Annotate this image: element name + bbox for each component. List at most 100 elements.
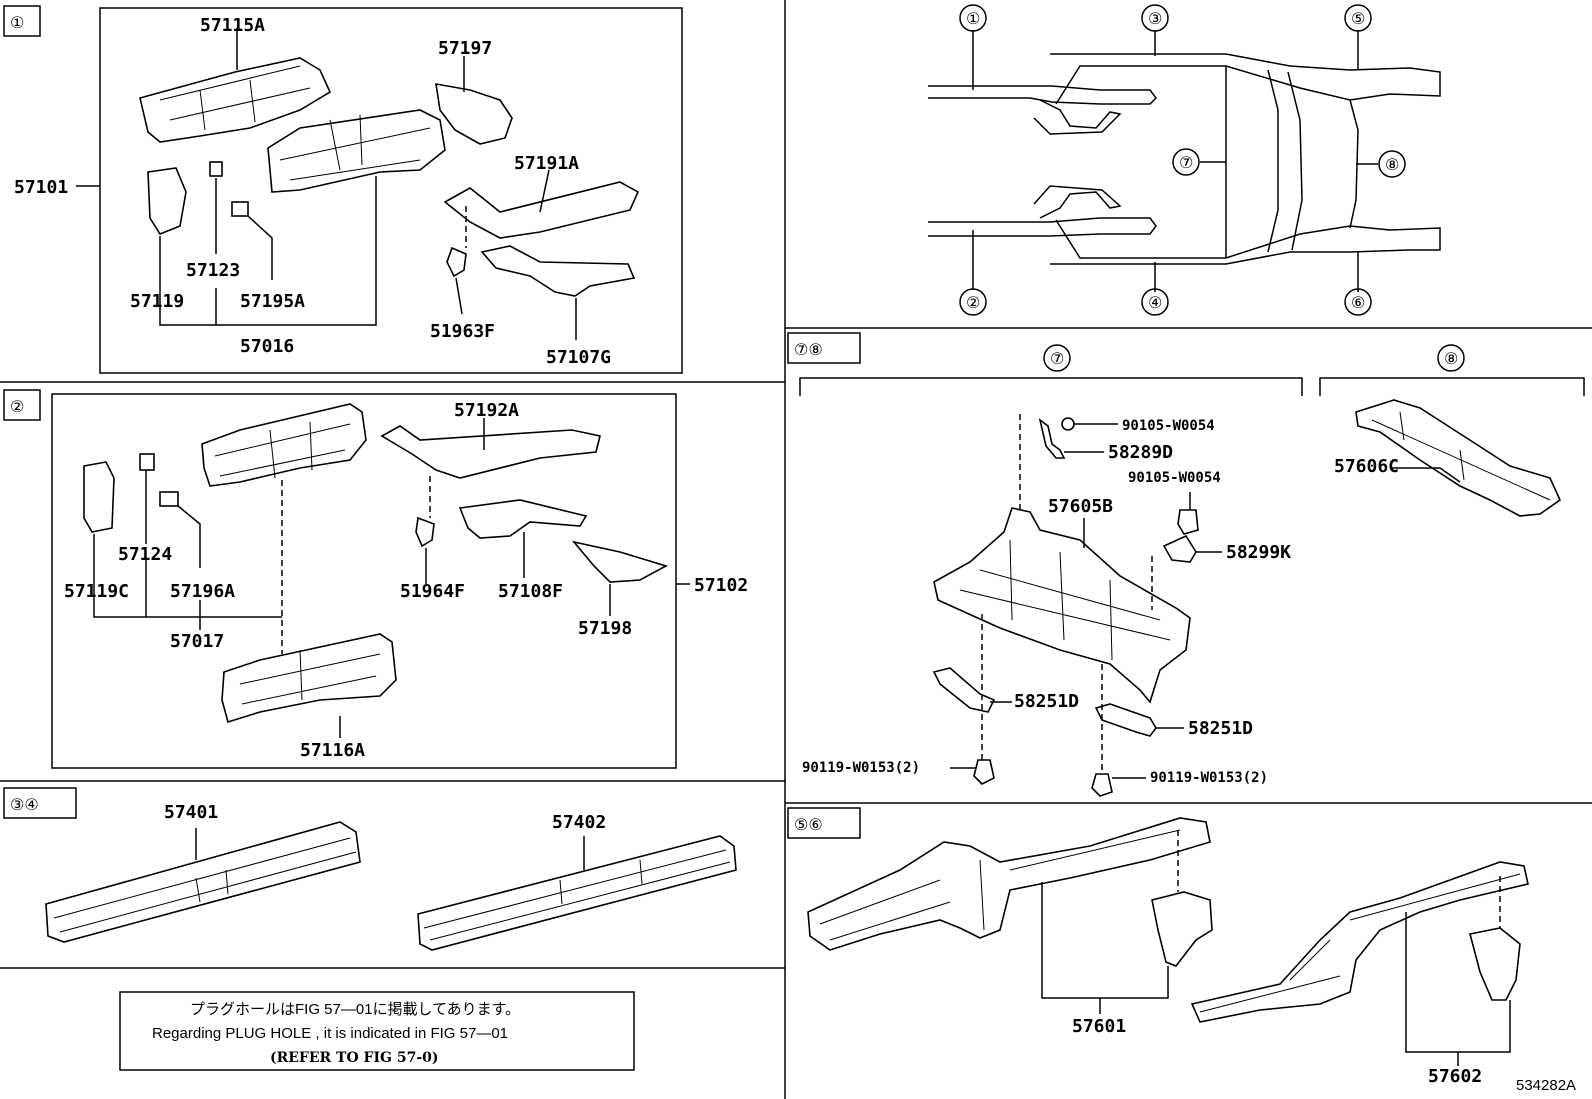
note-line-1: プラグホールはFIG 57—01に掲載してあります。 (190, 1001, 520, 1018)
label-57107G: 57107G (546, 347, 611, 368)
svg-text:⑤: ⑤ (1351, 9, 1365, 28)
label-57196A: 57196A (170, 581, 235, 602)
svg-text:⑦⑧: ⑦⑧ (794, 340, 823, 359)
label-57101: 57101 (14, 177, 68, 198)
label-58251D-a: 58251D (1014, 691, 1079, 712)
part-57192A-shape (380, 425, 601, 479)
part-57108F-shape (458, 499, 588, 539)
part-57602-bracket-shape (1469, 927, 1521, 1001)
section-tag-1: ① (3, 5, 41, 37)
svg-text:②: ② (966, 293, 980, 312)
label-57017: 57017 (170, 631, 224, 652)
label-57124: 57124 (118, 544, 172, 565)
label-57402: 57402 (552, 812, 606, 833)
label-90119-W0153-b: 90119-W0153(2) (1150, 770, 1268, 786)
svg-text:①: ① (966, 9, 980, 28)
part-57401-shape (45, 821, 361, 943)
svg-text:③: ③ (1148, 9, 1162, 28)
part-58251D-a-shape (932, 667, 996, 713)
label-57102: 57102 (694, 575, 748, 596)
label-57191A: 57191A (514, 153, 579, 174)
part-58251D-b-shape (1094, 703, 1157, 737)
part-57196A-shape (159, 491, 179, 507)
header-7: ⑦ (1050, 349, 1064, 368)
note-line-3: (REFER TO FIG 57-0) (270, 1050, 439, 1066)
section-tag-56: ⑤⑥ (787, 807, 861, 839)
bolt-90105-W0054-a (1061, 417, 1075, 431)
part-57124-shape (139, 453, 155, 471)
callout-3: ③ (1141, 4, 1169, 32)
part-57115A-shape (139, 57, 332, 143)
callout-7: ⑦ (1172, 148, 1200, 176)
section-tag-78: ⑦⑧ (787, 332, 861, 364)
label-57115A: 57115A (200, 15, 265, 36)
section-2-frame (51, 393, 677, 769)
svg-text:②: ② (10, 397, 24, 416)
svg-text:⑦: ⑦ (1179, 153, 1193, 172)
label-57602: 57602 (1428, 1066, 1482, 1087)
label-57197: 57197 (438, 38, 492, 59)
label-58251D-b: 58251D (1188, 718, 1253, 739)
section-1: 57115A 57197 57101 57191A 57123 57119 57… (14, 7, 683, 374)
label-51964F: 51964F (400, 581, 465, 602)
section-78: ⑦ ⑧ 90105-W00 (799, 344, 1585, 797)
part-58289D-shape (1038, 418, 1066, 459)
plug-hole-note: プラグホールはFIG 57—01に掲載してあります。 Regarding PLU… (119, 991, 635, 1071)
label-57108F: 57108F (498, 581, 563, 602)
section-56: 57601 57602 (807, 817, 1529, 1087)
label-57606C: 57606C (1334, 456, 1399, 477)
part-57402-shape (417, 835, 737, 951)
part-57191A-shape (443, 181, 640, 239)
section-tag-2: ② (3, 389, 41, 421)
svg-text:⑥: ⑥ (1351, 293, 1365, 312)
svg-text:③④: ③④ (10, 795, 39, 814)
section-2: 57192A 57124 57119C 57196A 51964F 57108F… (51, 393, 748, 769)
part-57198-shape (571, 540, 669, 583)
label-57192A: 57192A (454, 400, 519, 421)
section-tag-34: ③④ (3, 787, 77, 819)
frame-overview: ① ② ③ ④ ⑤ ⑥ ⑦ ⑧ (928, 4, 1441, 316)
label-57116A: 57116A (300, 740, 365, 761)
svg-text:⑤⑥: ⑤⑥ (794, 815, 823, 834)
section-1-frame (99, 7, 683, 374)
part-57601-bracket-shape (1151, 891, 1213, 967)
part-57119-shape (147, 167, 187, 235)
label-51963F: 51963F (430, 321, 495, 342)
part-51964F-shape (415, 516, 435, 548)
bolt-90105-W0054-b (1177, 509, 1199, 535)
part-57602-shape (1190, 861, 1529, 1023)
callout-4: ④ (1141, 288, 1169, 316)
bolt-90119-W0153-b (1091, 773, 1113, 797)
callout-1: ① (959, 4, 987, 32)
label-58299K: 58299K (1226, 542, 1291, 563)
label-57119C: 57119C (64, 581, 129, 602)
part-57119C-shape (83, 461, 115, 533)
callout-8: ⑧ (1378, 150, 1406, 178)
label-58289D: 58289D (1108, 442, 1173, 463)
part-57195A-shape (231, 201, 249, 217)
label-90105-W0054-a: 90105-W0054 (1122, 418, 1215, 434)
figure-id: 534282A (1516, 1077, 1576, 1094)
callout-2: ② (959, 288, 987, 316)
callout-5: ⑤ (1344, 4, 1372, 32)
part-58299K-shape (1162, 534, 1197, 563)
part-51963F-shape (446, 246, 467, 278)
svg-text:⑧: ⑧ (1385, 155, 1399, 174)
part-57116A-shape (221, 633, 397, 724)
label-57195A: 57195A (240, 291, 305, 312)
note-line-2: Regarding PLUG HOLE , it is indicated in… (152, 1025, 508, 1042)
svg-text:④: ④ (1148, 293, 1162, 312)
label-57119: 57119 (130, 291, 184, 312)
header-8: ⑧ (1444, 349, 1458, 368)
part-57601-shape (807, 817, 1211, 951)
label-57198: 57198 (578, 618, 632, 639)
label-57601: 57601 (1072, 1016, 1126, 1037)
part-57606C-shape (1355, 399, 1562, 517)
note-frame (119, 991, 635, 1071)
part-57107G-shape (480, 245, 636, 297)
bolt-90119-W0153-a (973, 759, 995, 785)
label-57605B: 57605B (1048, 496, 1113, 517)
label-57401: 57401 (164, 802, 218, 823)
